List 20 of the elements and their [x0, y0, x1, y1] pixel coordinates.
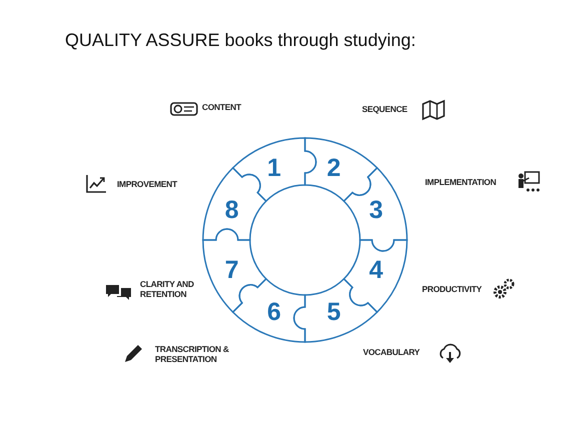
piece-label: CONTENT [202, 103, 242, 113]
piece-label: IMPLEMENTATION [425, 178, 498, 188]
puzzle-piece [201, 165, 269, 242]
piece-label: IMPROVEMENT [117, 180, 178, 190]
piece-number: 3 [369, 198, 383, 224]
piece-label: PRODUCTIVITY [422, 285, 483, 295]
piece-number: 1 [267, 156, 282, 181]
piece-number: 5 [326, 300, 341, 326]
puzzle-piece [341, 238, 409, 315]
piece-number: 7 [224, 258, 239, 283]
piece-label: TRANSCRIPTION & PRESENTATION [155, 345, 230, 365]
piece-number: 2 [326, 156, 341, 181]
piece-number: 6 [267, 300, 282, 326]
piece-label: CLARITY AND RETENTION [140, 280, 195, 300]
piece-number: 4 [369, 258, 383, 283]
piece-number: 8 [224, 198, 239, 224]
puzzle-piece [230, 276, 307, 344]
title: QUALITY ASSURE books through studying: [65, 30, 416, 51]
piece-label: SEQUENCE [362, 105, 408, 115]
piece-label: VOCABULARY [363, 348, 421, 358]
